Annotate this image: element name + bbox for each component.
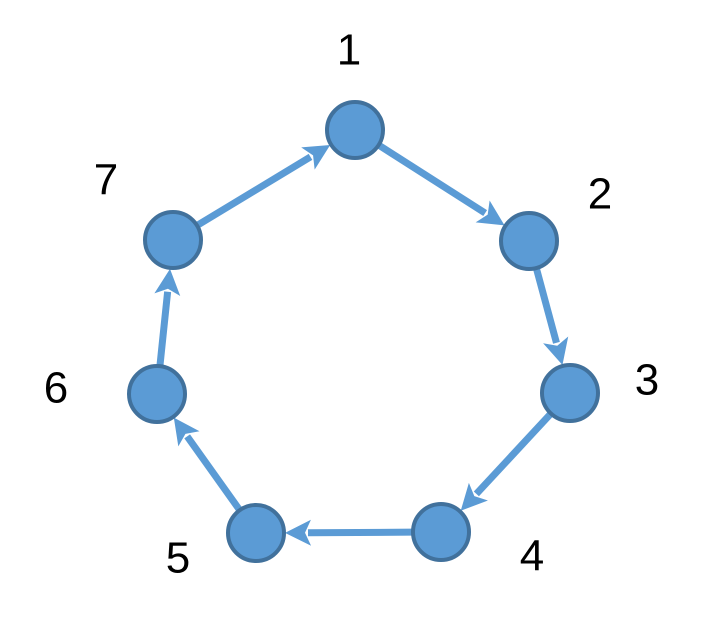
- nodes-layer: [127, 100, 600, 563]
- arrowhead-icon: [173, 417, 200, 447]
- node-label-5: 5: [166, 534, 190, 583]
- arrowhead-icon: [460, 482, 488, 511]
- edge-line: [377, 142, 488, 216]
- edge-4-to-5: [284, 519, 413, 546]
- edge-line: [156, 291, 172, 366]
- edge-6-to-7: [154, 268, 181, 366]
- edge-1-to-2: [377, 142, 505, 226]
- graph-node-3[interactable]: [540, 363, 600, 423]
- node-label-6: 6: [44, 364, 68, 413]
- graph-node-5[interactable]: [226, 503, 286, 563]
- edge-5-to-6: [173, 417, 243, 512]
- arrowhead-icon: [301, 145, 331, 170]
- arrowhead-icon: [475, 200, 505, 226]
- graph-node-2[interactable]: [499, 211, 559, 271]
- graph-node-1[interactable]: [325, 100, 385, 160]
- graph-node-7[interactable]: [143, 210, 203, 270]
- edge-line: [533, 268, 560, 344]
- graph-node-6[interactable]: [127, 364, 187, 424]
- node-label-3: 3: [635, 356, 659, 405]
- arrowhead-icon: [154, 268, 181, 297]
- edge-7-to-1: [196, 145, 331, 228]
- edges-layer: [154, 142, 569, 546]
- edge-line: [307, 528, 413, 537]
- edge-3-to-4: [460, 411, 553, 511]
- edge-2-to-3: [533, 268, 569, 366]
- node-label-1: 1: [337, 26, 361, 75]
- edge-line: [184, 434, 243, 512]
- arrowhead-icon: [284, 519, 312, 546]
- edge-line: [473, 411, 553, 497]
- edge-line: [196, 153, 313, 228]
- node-label-2: 2: [588, 170, 612, 219]
- labels-layer: 1 2 3 4 5 6 7: [44, 26, 659, 583]
- node-label-4: 4: [520, 532, 544, 581]
- graph-node-4[interactable]: [411, 502, 471, 562]
- node-label-7: 7: [94, 156, 118, 205]
- arrowhead-icon: [543, 336, 569, 366]
